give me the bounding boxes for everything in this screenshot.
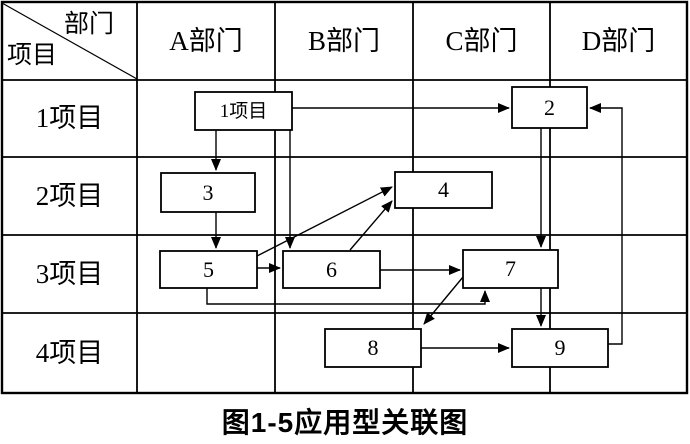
node-box-n1 — [194, 91, 293, 131]
node-box-n2 — [511, 86, 588, 129]
row-header-2: 2项目 — [35, 180, 104, 211]
corner-bottom-left-label: 项目 — [7, 42, 58, 69]
node-label-n6: 6 — [326, 256, 337, 282]
node-box-n9 — [511, 328, 609, 368]
table-grid-lines — [1, 2, 687, 393]
node-box-n3 — [160, 172, 256, 213]
edges — [206, 103, 623, 353]
node-label-n8: 8 — [367, 335, 379, 360]
table-grid — [0, 0, 689, 395]
edge-n5-n7 — [206, 288, 490, 305]
node-label-n7: 7 — [505, 256, 516, 281]
edge-n9-n2 — [589, 103, 623, 345]
edge-n7-n8 — [423, 276, 464, 325]
corner-diagonal-line — [1, 2, 138, 80]
column-header-d: D部门 — [581, 25, 656, 56]
node-label-n9: 9 — [554, 335, 566, 360]
column-header-a: A部门 — [169, 25, 243, 56]
node-label-n1: 1项目 — [219, 100, 268, 122]
node-box-n4 — [394, 171, 493, 209]
row-header-3: 3项目 — [35, 258, 104, 289]
node-label-n5: 5 — [203, 256, 214, 282]
node-box-n8 — [324, 328, 422, 368]
node-box-n5 — [159, 250, 258, 289]
edge-n6-n4 — [349, 200, 393, 251]
figure-caption: 图1-5应用型关联图 — [221, 407, 469, 438]
column-header-b: B部门 — [307, 25, 380, 56]
corner-top-right-label: 部门 — [64, 11, 115, 38]
node-box-n6 — [282, 250, 381, 289]
node-label-n2: 2 — [544, 94, 555, 120]
column-header-c: C部门 — [445, 25, 518, 56]
node-label-n4: 4 — [438, 177, 449, 202]
row-header-4: 4项目 — [35, 337, 104, 368]
node-box-n7 — [462, 249, 559, 289]
node-label-n3: 3 — [202, 179, 214, 205]
row-header-1: 1项目 — [35, 103, 104, 133]
table-outer-border — [0, 0, 689, 395]
node-boxes — [159, 86, 609, 368]
edge-n5-n4 — [256, 186, 393, 257]
